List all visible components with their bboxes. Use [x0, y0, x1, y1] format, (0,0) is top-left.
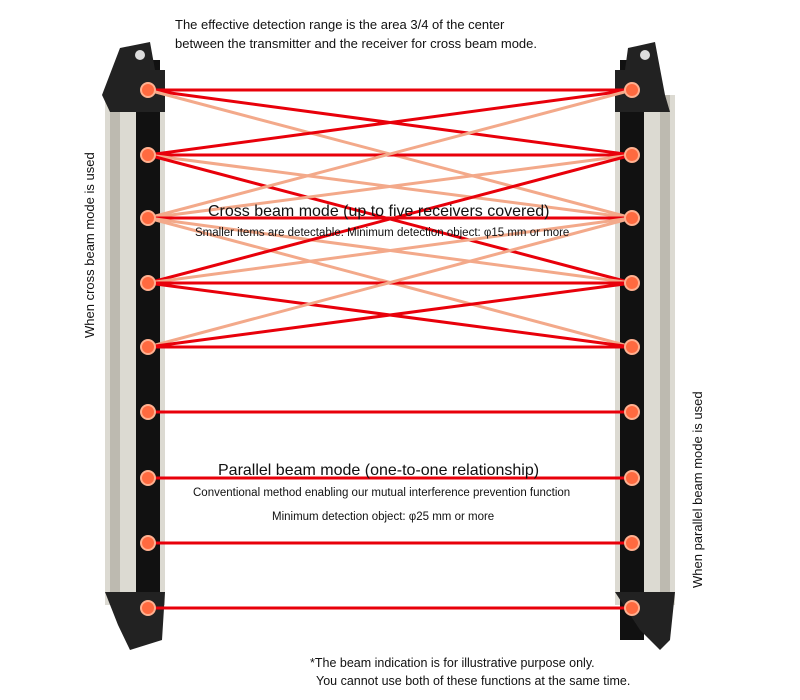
cross-beam [147, 88, 633, 220]
parallel-mode-side-label: When parallel beam mode is used [690, 391, 705, 588]
note-line: The effective detection range is the are… [175, 17, 505, 32]
effective-range-note: The effective detection range is the are… [175, 15, 537, 53]
parallel-mode-title: Parallel beam mode (one-to-one relations… [218, 462, 540, 479]
led-emitter [140, 404, 156, 420]
led-emitter [140, 275, 156, 291]
note-line: between the transmitter and the receiver… [175, 36, 538, 51]
led-emitter [140, 600, 156, 616]
parallel-mode-subtitle: Conventional method enabling our mutual … [193, 487, 571, 499]
cross-beam [147, 153, 633, 220]
led-emitter [140, 210, 156, 226]
led-emitter [624, 404, 640, 420]
receiver-unit [615, 42, 675, 650]
cross-beam [147, 153, 633, 285]
led-emitter [140, 339, 156, 355]
led-emitter [624, 535, 640, 551]
led-emitter [140, 470, 156, 486]
led-emitter [624, 275, 640, 291]
footnote-line: *The beam indication is for illustrative… [310, 656, 595, 670]
cross-mode-side-label: When cross beam mode is used [82, 152, 97, 338]
led-emitter [140, 82, 156, 98]
led-emitter [624, 600, 640, 616]
cross-mode-title: Cross beam mode (up to five receivers co… [208, 203, 550, 220]
led-emitter [624, 147, 640, 163]
parallel-min-object: Minimum detection object: φ25 mm or more [272, 511, 495, 523]
cross-mode-subtitle: Smaller items are detectable. Minimum de… [195, 227, 570, 239]
led-emitter [624, 470, 640, 486]
footnote: *The beam indication is for illustrative… [310, 654, 630, 690]
led-emitter [624, 339, 640, 355]
led-emitter [624, 210, 640, 226]
cross-beam [147, 216, 633, 285]
footnote-line: You cannot use both of these functions a… [316, 674, 631, 688]
led-emitter [624, 82, 640, 98]
cross-beam [147, 88, 633, 157]
led-emitter [140, 535, 156, 551]
cross-beam [147, 281, 633, 349]
led-emitter [140, 147, 156, 163]
cross-beam [147, 216, 633, 349]
